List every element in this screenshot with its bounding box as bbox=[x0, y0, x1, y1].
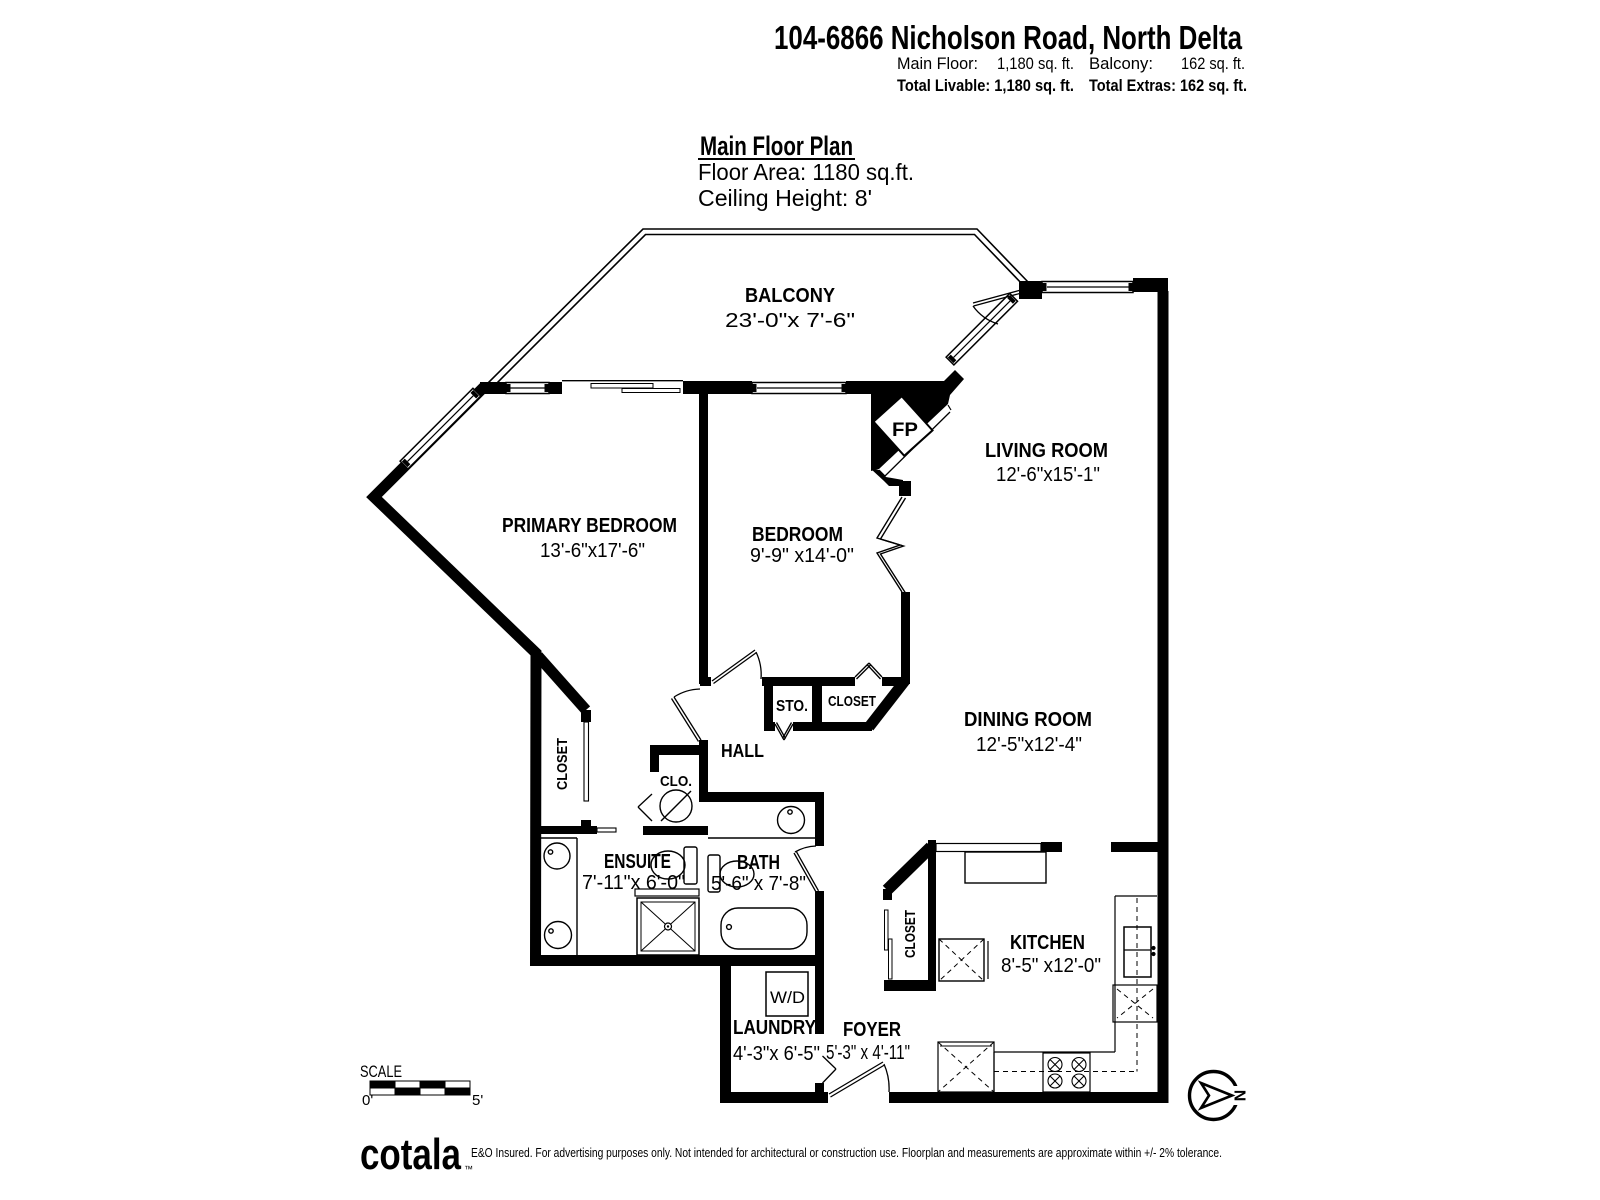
svg-text:9'-9" x14'-0": 9'-9" x14'-0" bbox=[750, 545, 854, 567]
svg-text:N: N bbox=[1231, 1090, 1248, 1102]
svg-text:Total Livable: 1,180 sq. ft.: Total Livable: 1,180 sq. ft. bbox=[897, 76, 1074, 95]
svg-text:Main Floor Plan: Main Floor Plan bbox=[700, 131, 853, 161]
svg-text:SCALE: SCALE bbox=[360, 1062, 402, 1081]
svg-text:BATH: BATH bbox=[737, 852, 780, 874]
svg-text:STO.: STO. bbox=[776, 698, 808, 715]
svg-text:4'-3"x 6'-5": 4'-3"x 6'-5" bbox=[733, 1043, 820, 1065]
svg-text:DINING ROOM: DINING ROOM bbox=[964, 709, 1092, 731]
svg-text:5'-3" x 4'-11": 5'-3" x 4'-11" bbox=[826, 1042, 910, 1064]
svg-text:CLOSET: CLOSET bbox=[554, 738, 571, 790]
svg-text:5': 5' bbox=[472, 1092, 483, 1109]
svg-text:HALL: HALL bbox=[721, 741, 764, 761]
svg-text:™: ™ bbox=[464, 1164, 473, 1174]
svg-text:LIVING ROOM: LIVING ROOM bbox=[985, 440, 1108, 462]
svg-text:Total Extras: 162 sq. ft.: Total Extras: 162 sq. ft. bbox=[1089, 76, 1247, 95]
svg-text:5'-6" x 7'-8": 5'-6" x 7'-8" bbox=[711, 873, 806, 895]
svg-text:0': 0' bbox=[362, 1092, 373, 1109]
svg-text:CLOSET: CLOSET bbox=[902, 910, 919, 958]
svg-text:13'-6"x17'-6": 13'-6"x17'-6" bbox=[540, 540, 645, 562]
svg-text:ENSUITE: ENSUITE bbox=[604, 851, 671, 873]
svg-text:KITCHEN: KITCHEN bbox=[1010, 932, 1085, 954]
svg-text:CLOSET: CLOSET bbox=[828, 693, 876, 710]
svg-text:LAUNDRY: LAUNDRY bbox=[733, 1017, 817, 1039]
svg-text:104-6866 Nicholson Road, North: 104-6866 Nicholson Road, North Delta bbox=[774, 19, 1243, 56]
svg-text:12'-6"x15'-1": 12'-6"x15'-1" bbox=[996, 464, 1100, 486]
svg-text:Floor Area: 1180 sq.ft.: Floor Area: 1180 sq.ft. bbox=[698, 159, 914, 185]
svg-text:cotala: cotala bbox=[360, 1130, 461, 1179]
svg-text:FP: FP bbox=[892, 420, 918, 441]
svg-text:8'-5" x12'-0": 8'-5" x12'-0" bbox=[1001, 955, 1101, 977]
svg-text:1,180 sq. ft.: 1,180 sq. ft. bbox=[997, 54, 1074, 73]
svg-text:BALCONY: BALCONY bbox=[745, 285, 836, 307]
svg-text:E&O Insured. For advertising p: E&O Insured. For advertising purposes on… bbox=[471, 1146, 1222, 1160]
svg-text:Main Floor:: Main Floor: bbox=[897, 54, 978, 73]
svg-text:Ceiling Height: 8': Ceiling Height: 8' bbox=[698, 185, 872, 211]
svg-text:FOYER: FOYER bbox=[843, 1019, 901, 1041]
svg-text:W/D: W/D bbox=[770, 988, 805, 1007]
svg-text:23'-0"x 7'-6": 23'-0"x 7'-6" bbox=[725, 310, 855, 332]
svg-text:BEDROOM: BEDROOM bbox=[752, 524, 843, 546]
svg-text:Balcony:: Balcony: bbox=[1089, 54, 1153, 73]
svg-text:12'-5"x12'-4": 12'-5"x12'-4" bbox=[976, 734, 1082, 756]
svg-text:162 sq. ft.: 162 sq. ft. bbox=[1181, 54, 1245, 73]
svg-text:PRIMARY BEDROOM: PRIMARY BEDROOM bbox=[502, 515, 677, 537]
svg-text:CLO.: CLO. bbox=[660, 773, 692, 790]
svg-text:7'-11"x 6'-0": 7'-11"x 6'-0" bbox=[582, 872, 685, 894]
